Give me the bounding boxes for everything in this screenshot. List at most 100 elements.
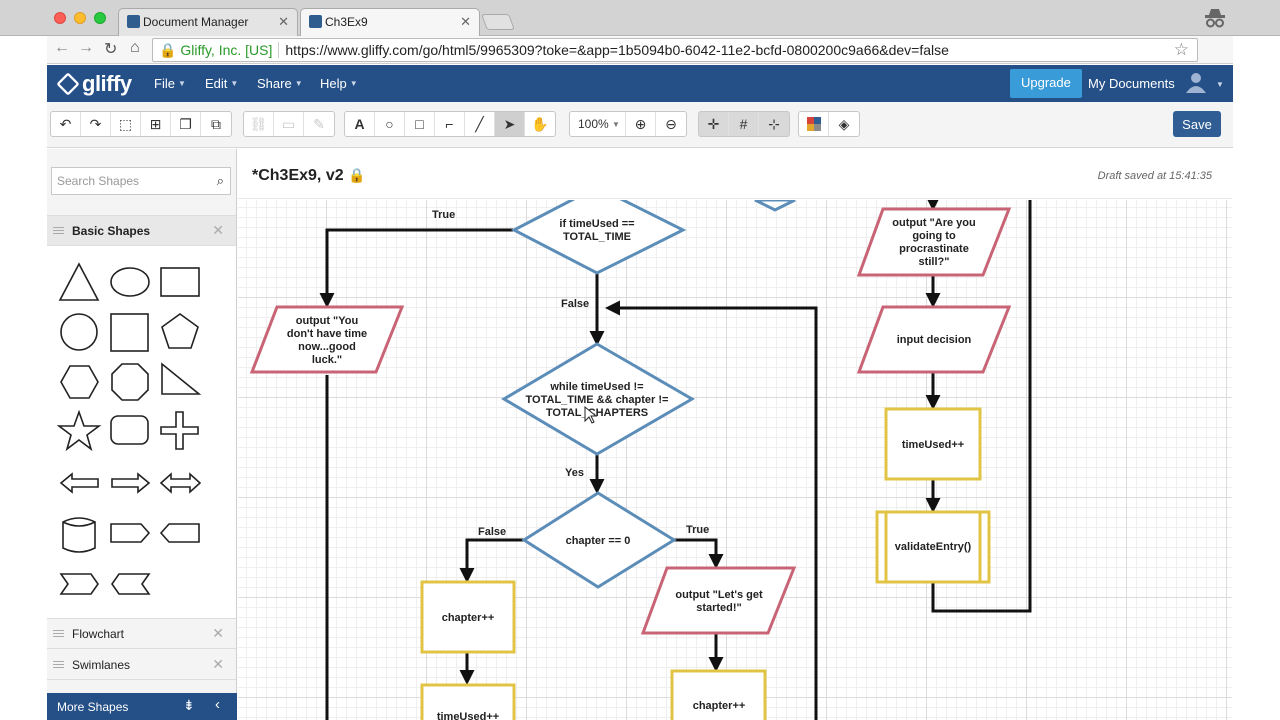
collapse-sidebar-icon[interactable]: ‹ <box>215 696 220 713</box>
bookmark-star-icon[interactable]: ☆ <box>1173 40 1189 59</box>
text-tool-icon[interactable]: A <box>345 112 375 136</box>
address-bar[interactable]: 🔒 Gliffy, Inc. [US]https://www.gliffy.co… <box>152 38 1198 62</box>
snap-guides-icon[interactable]: ✛ <box>699 112 729 136</box>
search-shapes-input[interactable]: Search Shapes ⌕ <box>51 167 231 195</box>
connector-tool-icon[interactable]: ⌐ <box>435 112 465 136</box>
drag-handle-icon[interactable] <box>53 227 64 234</box>
chevron-left-shape[interactable] <box>111 573 151 595</box>
drag-handle-icon[interactable] <box>53 630 64 637</box>
output-procrastinate-node[interactable]: output "Are you going to procrastinate s… <box>856 207 1012 277</box>
right-triangle-shape[interactable] <box>161 362 202 395</box>
zoom-out-icon[interactable]: ⊖ <box>665 115 677 132</box>
close-panel-icon[interactable]: ✕ <box>212 222 224 238</box>
layers-icon[interactable]: ◈ <box>838 115 850 132</box>
connector-chapter-true[interactable] <box>673 538 724 569</box>
process-time-inc-left[interactable]: timeUsed++ <box>420 683 516 720</box>
basic-shapes-panel-header[interactable]: Basic Shapes ✕ <box>47 215 236 245</box>
snap-to-grid-icon[interactable]: ⊹ <box>768 115 780 132</box>
close-panel-icon[interactable]: ✕ <box>212 625 224 641</box>
format-painter-icon[interactable]: ✎ <box>313 115 325 132</box>
user-menu-caret-icon[interactable]: ▼ <box>1216 80 1224 89</box>
connector-chapter-false[interactable] <box>459 538 524 583</box>
home-icon[interactable]: ⌂ <box>130 39 140 56</box>
process-chapter-inc-right[interactable]: chapter++ <box>670 669 767 720</box>
process-time-inc-right[interactable]: timeUsed++ <box>884 407 982 481</box>
window-maximize-button[interactable] <box>94 12 106 24</box>
tag-left-shape[interactable] <box>159 523 200 543</box>
bring-front-icon[interactable]: ❐ <box>171 112 201 136</box>
browser-tab-ch3ex9[interactable]: Ch3Ex9 ✕ <box>300 8 480 36</box>
close-panel-icon[interactable]: ✕ <box>212 656 224 672</box>
pointer-tool-icon[interactable]: ➤ <box>495 112 525 136</box>
new-tab-button[interactable] <box>481 14 515 30</box>
star-shape[interactable] <box>56 409 102 452</box>
pentagon-shape[interactable] <box>161 313 199 349</box>
ellipse-shape[interactable] <box>110 267 150 297</box>
decision-while-loop[interactable]: while timeUsed != TOTAL_TIME && chapter … <box>501 342 695 456</box>
search-icon[interactable]: ⌕ <box>216 173 224 188</box>
redo-icon[interactable]: ↷ <box>81 112 111 136</box>
ellipse-tool-icon[interactable]: ○ <box>375 112 405 136</box>
pan-hand-icon[interactable]: ✋ <box>531 115 549 132</box>
reload-icon[interactable]: ↻ <box>104 41 118 58</box>
connector-if-true[interactable] <box>319 228 513 308</box>
input-decision-node[interactable]: input decision <box>856 305 1012 374</box>
connector-loop-back[interactable] <box>605 300 818 720</box>
grid-icon[interactable]: # <box>729 112 759 136</box>
flowchart-panel-header[interactable]: Flowchart ✕ <box>47 619 236 649</box>
menu-edit[interactable]: Edit▼ <box>205 76 239 91</box>
gliffy-logo[interactable]: gliffy <box>56 71 132 97</box>
octagon-shape[interactable] <box>111 363 149 401</box>
connector-validate-return[interactable] <box>931 200 1032 613</box>
document-title[interactable]: *Ch3Ex9, v2 🔒 <box>252 167 366 184</box>
decision-chapter-zero[interactable]: chapter == 0 <box>521 491 677 589</box>
menu-file[interactable]: File▼ <box>154 76 186 91</box>
theme-colors-icon[interactable] <box>799 112 829 136</box>
left-arrow-shape[interactable] <box>59 472 99 494</box>
my-documents-link[interactable]: My Documents <box>1088 76 1175 91</box>
output-started-node[interactable]: output "Let's get started!" <box>640 566 797 635</box>
decision-if-time-used[interactable]: if timeUsed == TOTAL_TIME <box>510 200 687 275</box>
window-minimize-button[interactable] <box>74 12 86 24</box>
upgrade-button[interactable]: Upgrade <box>1010 69 1082 98</box>
menu-share[interactable]: Share▼ <box>257 76 303 91</box>
chevron-right-shape[interactable] <box>59 573 99 595</box>
triangle-shape[interactable] <box>58 262 100 301</box>
comment-icon[interactable]: ▭ <box>274 112 304 136</box>
zoom-select[interactable]: 100% ▼ <box>570 112 626 136</box>
forward-arrow-icon[interactable]: → <box>78 39 94 56</box>
back-arrow-icon[interactable]: ← <box>54 39 70 56</box>
drag-handle-icon[interactable] <box>53 661 64 668</box>
rectangle-tool-icon[interactable]: □ <box>405 112 435 136</box>
save-button[interactable]: Save <box>1173 111 1221 137</box>
right-arrow-shape[interactable] <box>111 472 151 494</box>
cylinder-shape[interactable] <box>62 517 96 553</box>
rounded-rectangle-shape[interactable] <box>110 415 149 445</box>
offscreen-decision-node[interactable] <box>754 200 796 212</box>
window-close-button[interactable] <box>54 12 66 24</box>
browser-tab-document-manager[interactable]: Document Manager ✕ <box>118 8 298 36</box>
send-back-icon[interactable]: ⧉ <box>211 115 221 132</box>
process-chapter-inc-left[interactable]: chapter++ <box>420 580 516 654</box>
link-icon[interactable]: ⛓ <box>244 112 274 136</box>
swimlanes-panel-header[interactable]: Swimlanes ✕ <box>47 650 236 680</box>
cross-shape[interactable] <box>160 411 199 450</box>
group-icon[interactable]: ⊞ <box>141 112 171 136</box>
output-no-time-node[interactable]: output "You don't have time now...good l… <box>249 305 405 374</box>
circle-shape[interactable] <box>60 313 98 351</box>
more-shapes-bar[interactable]: More Shapes ⇟ ‹ <box>47 693 237 720</box>
select-all-icon[interactable]: ⬚ <box>111 112 141 136</box>
menu-help[interactable]: Help▼ <box>320 76 358 91</box>
rectangle-shape[interactable] <box>160 267 200 297</box>
tag-right-shape[interactable] <box>110 523 151 543</box>
collapse-panels-icon[interactable]: ⇟ <box>183 697 195 713</box>
subprocess-validate-entry[interactable]: validateEntry() <box>875 510 991 584</box>
diagram-grid[interactable]: if timeUsed == TOTAL_TIME while timeUsed… <box>238 200 1232 720</box>
close-tab-icon[interactable]: ✕ <box>278 14 289 29</box>
double-arrow-shape[interactable] <box>159 472 202 494</box>
close-tab-icon[interactable]: ✕ <box>460 14 471 29</box>
user-avatar-icon[interactable] <box>1185 71 1207 93</box>
undo-icon[interactable]: ↶ <box>51 112 81 136</box>
line-tool-icon[interactable]: ╱ <box>465 112 495 136</box>
drawing-canvas[interactable]: *Ch3Ex9, v2 🔒 Draft saved at 15:41:35 <box>238 149 1232 720</box>
